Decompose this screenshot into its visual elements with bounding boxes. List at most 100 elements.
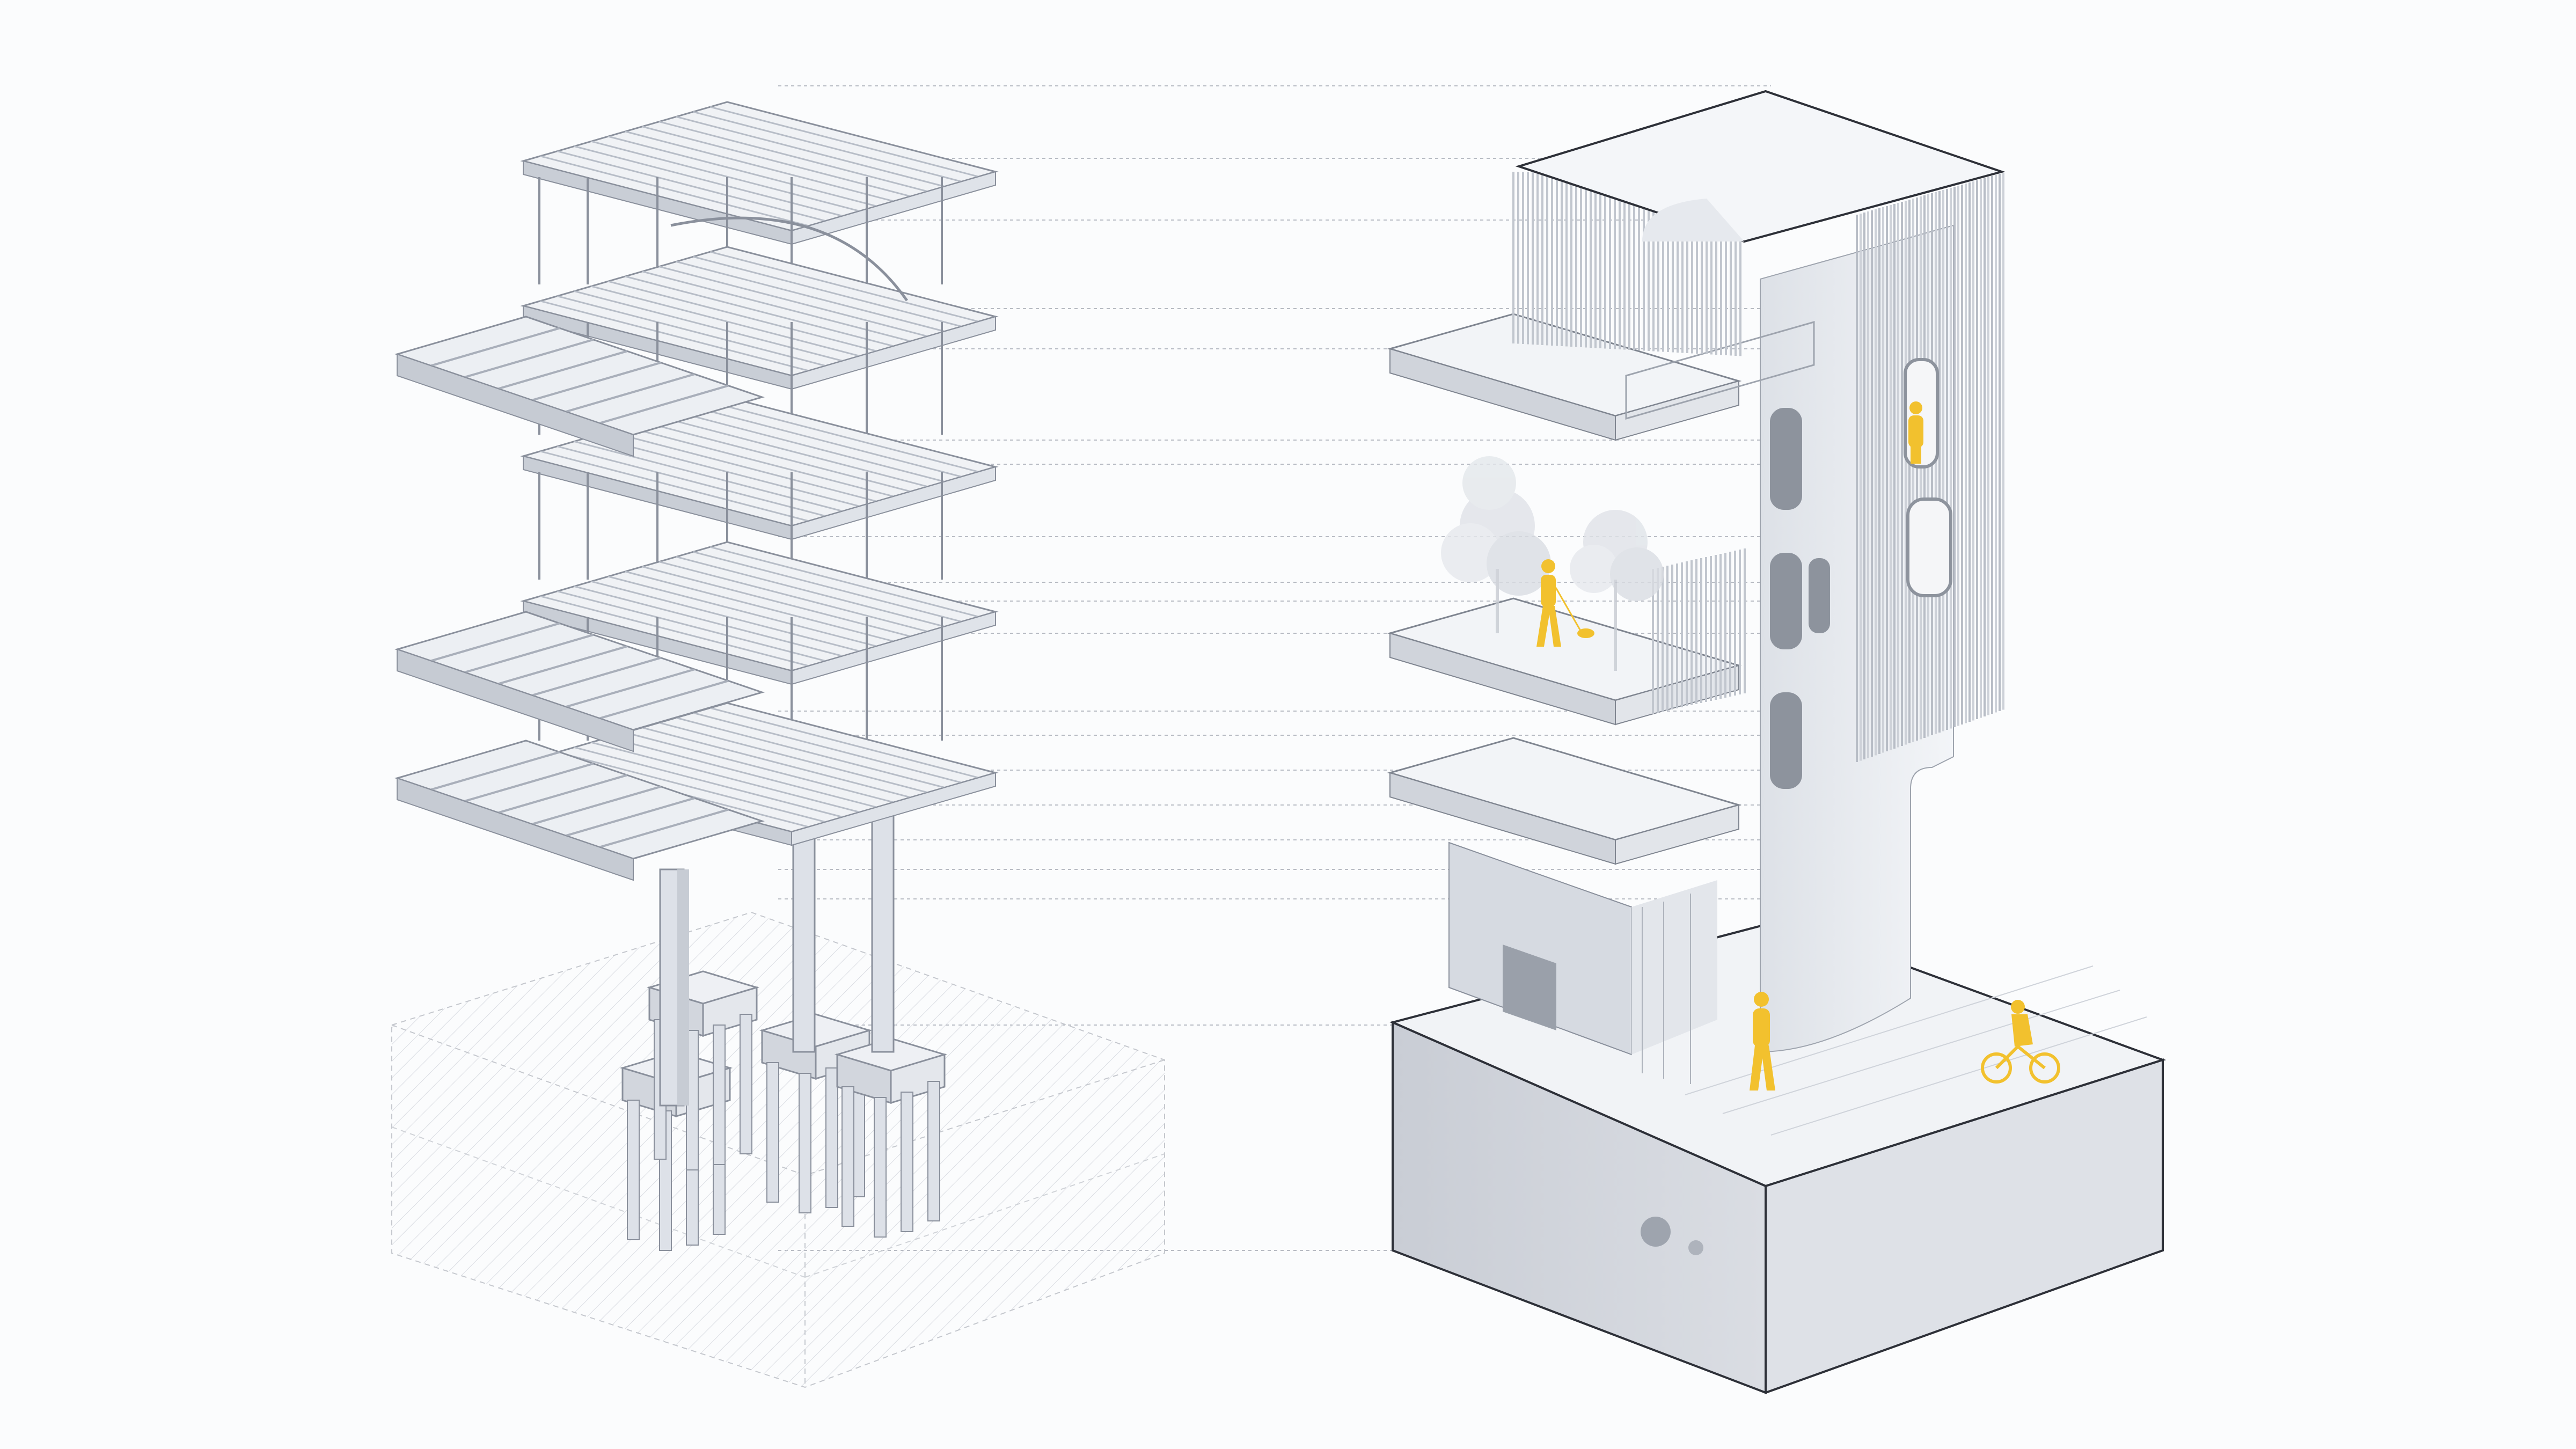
floor-joist (574, 586, 843, 657)
cantilever-beam (498, 645, 628, 685)
person-upper-balcony (1908, 401, 1923, 464)
floor-joist (693, 406, 962, 478)
roof-curve-beam (670, 216, 909, 302)
floor-joist (574, 441, 843, 512)
facade-fins (1512, 172, 2004, 762)
floor-joist (625, 731, 894, 803)
floor-joist (540, 300, 809, 372)
floor-joist (658, 561, 928, 633)
floor-joist (557, 150, 826, 222)
floor-joist (591, 580, 860, 652)
floor-joist (625, 130, 894, 202)
floor-joist (608, 430, 877, 502)
cantilever-beam (531, 656, 661, 697)
floor-joist (693, 551, 962, 623)
cantilever-beam (430, 622, 560, 662)
floor-joist (591, 140, 860, 212)
cantilever-beam (464, 633, 594, 674)
floor-joist (676, 116, 945, 187)
floor-joist (676, 717, 945, 788)
pile (874, 1097, 887, 1238)
cantilever-beam (498, 774, 628, 814)
building-massing-view (1387, 90, 2167, 1394)
floor-joist (557, 751, 826, 823)
floor-joist (625, 275, 894, 347)
cantilever-edge (397, 648, 634, 752)
floor-joist (709, 707, 979, 779)
floor-joist (608, 736, 877, 808)
floor-joist (709, 401, 979, 473)
trees (1441, 456, 1664, 671)
pile (799, 1073, 811, 1213)
ground-columns (659, 799, 895, 1107)
pile (901, 1092, 913, 1232)
window-openings (1770, 358, 1952, 789)
floor-joist (709, 546, 979, 618)
cantilever-beam (430, 751, 560, 791)
floor-joist (658, 121, 928, 193)
cantilever-beam (531, 361, 661, 401)
pile (766, 1062, 779, 1203)
floor-joist (693, 255, 962, 327)
cantilever-beam (498, 350, 628, 390)
pile (713, 1024, 726, 1165)
floor-joist (676, 556, 945, 627)
floor-joist (608, 575, 877, 647)
cantilever-beam (430, 327, 560, 367)
floor-plates (520, 101, 999, 846)
figures (1536, 401, 2060, 1091)
floor-joist (591, 285, 860, 357)
cantilever-beam (565, 797, 695, 837)
floor-joist (676, 411, 945, 482)
floor-joist (540, 450, 809, 522)
floor-joist (557, 445, 826, 517)
floor-joist (574, 747, 843, 818)
floor-joist (540, 155, 809, 227)
cantilever-beam (565, 373, 695, 413)
floor-joist (574, 145, 843, 217)
person-street (1750, 992, 1775, 1091)
cantilever-beam (599, 679, 729, 720)
floor-joist (574, 290, 843, 362)
pile (740, 1014, 752, 1154)
cantilever-beam (531, 785, 661, 825)
pile (825, 1067, 838, 1208)
balcony-railing (1625, 321, 1815, 420)
structural-frame-view (391, 101, 1165, 1388)
floor-joist (591, 435, 860, 507)
cantilever-beam (599, 384, 729, 425)
floor-joist (625, 426, 894, 497)
floor-joist (591, 741, 860, 813)
floor-joist (608, 135, 877, 207)
floor-joist (658, 722, 928, 794)
floor-joist (658, 266, 928, 338)
floor-edge-side (791, 772, 996, 846)
slab-edge-side (1615, 804, 1739, 865)
floor-joist (658, 416, 928, 488)
person-dog-walker (1536, 559, 1594, 647)
floor-joist (693, 111, 962, 182)
floor-joist (642, 727, 911, 799)
floor-joist (676, 261, 945, 332)
floor-joist (608, 280, 877, 352)
cantilever-edge (397, 353, 634, 457)
cantilever-frames (394, 316, 765, 881)
pile (841, 1086, 854, 1227)
floor-joist (709, 251, 979, 323)
pile (627, 1100, 640, 1240)
floor-joist (557, 295, 826, 367)
floor-joist (625, 570, 894, 642)
cantilever-beam (565, 668, 695, 708)
floor-joist (709, 106, 979, 178)
roof (1515, 90, 2006, 243)
pile (927, 1081, 940, 1221)
ground-floor-core (1448, 841, 1717, 1084)
floor-joist (557, 590, 826, 662)
floor-joist (540, 595, 809, 667)
cantilever-edge (397, 777, 634, 881)
cantilever-beam (464, 762, 594, 802)
cantilever-beam (464, 338, 594, 378)
floor-joist (693, 712, 962, 784)
